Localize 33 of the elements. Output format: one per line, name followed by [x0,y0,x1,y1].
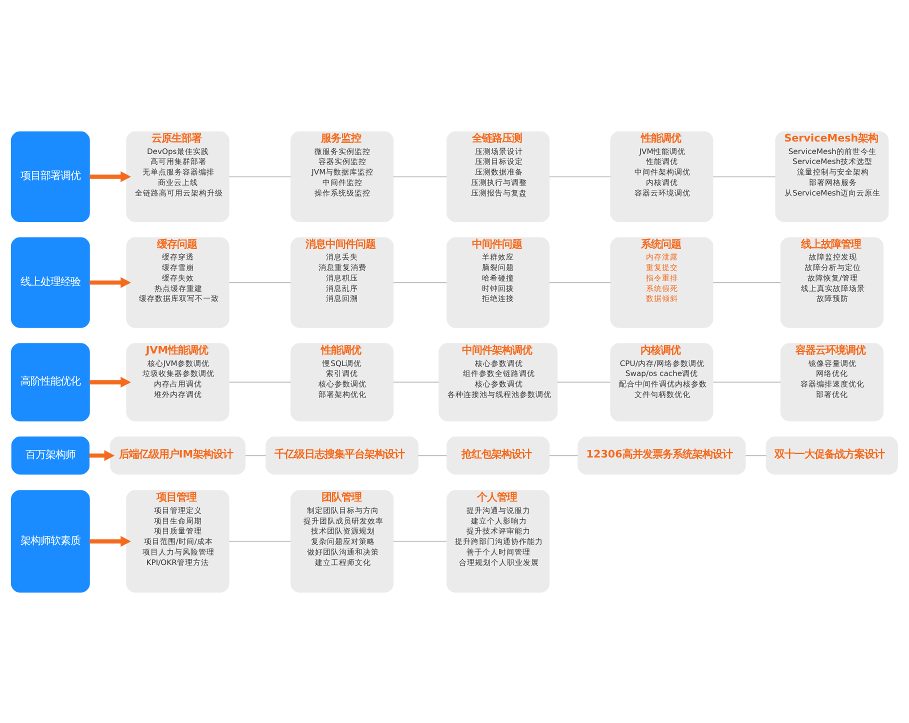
connector [713,282,781,283]
node-box: 项目部署调优 [11,130,90,222]
arrow [89,450,115,461]
connector [229,381,291,382]
arrow [90,276,131,288]
connector [557,381,610,382]
node-box: 抢红包架构设计 [446,436,550,474]
connector [713,381,781,382]
node-box: 千亿级日志搜集平台架构设计 [266,436,419,474]
node-box: 架构师软素质 [11,490,90,592]
connector [393,381,439,382]
node-box: 双十一大促备战方案设计 [766,436,898,474]
node-box: 高阶性能优化 [11,342,90,421]
connector [393,282,447,283]
arrow [90,376,131,388]
connector [418,454,447,456]
connector [393,176,447,177]
arrow [90,535,131,546]
connector [393,540,447,542]
connector [713,176,776,177]
node-box: 线上处理经验 [11,236,90,328]
arrow [90,170,131,182]
connector [245,454,266,456]
connector [549,454,578,456]
connector [229,176,291,177]
node-box: 后端亿级用户IM架构设计 [110,436,246,474]
connector [549,282,610,283]
node-box: 百万架构师 [11,436,90,474]
connector [229,540,291,542]
connector [746,454,766,456]
node-box: 12306高并发票务系统架构设计 [578,436,746,474]
connector [229,282,291,283]
connector [549,176,610,177]
